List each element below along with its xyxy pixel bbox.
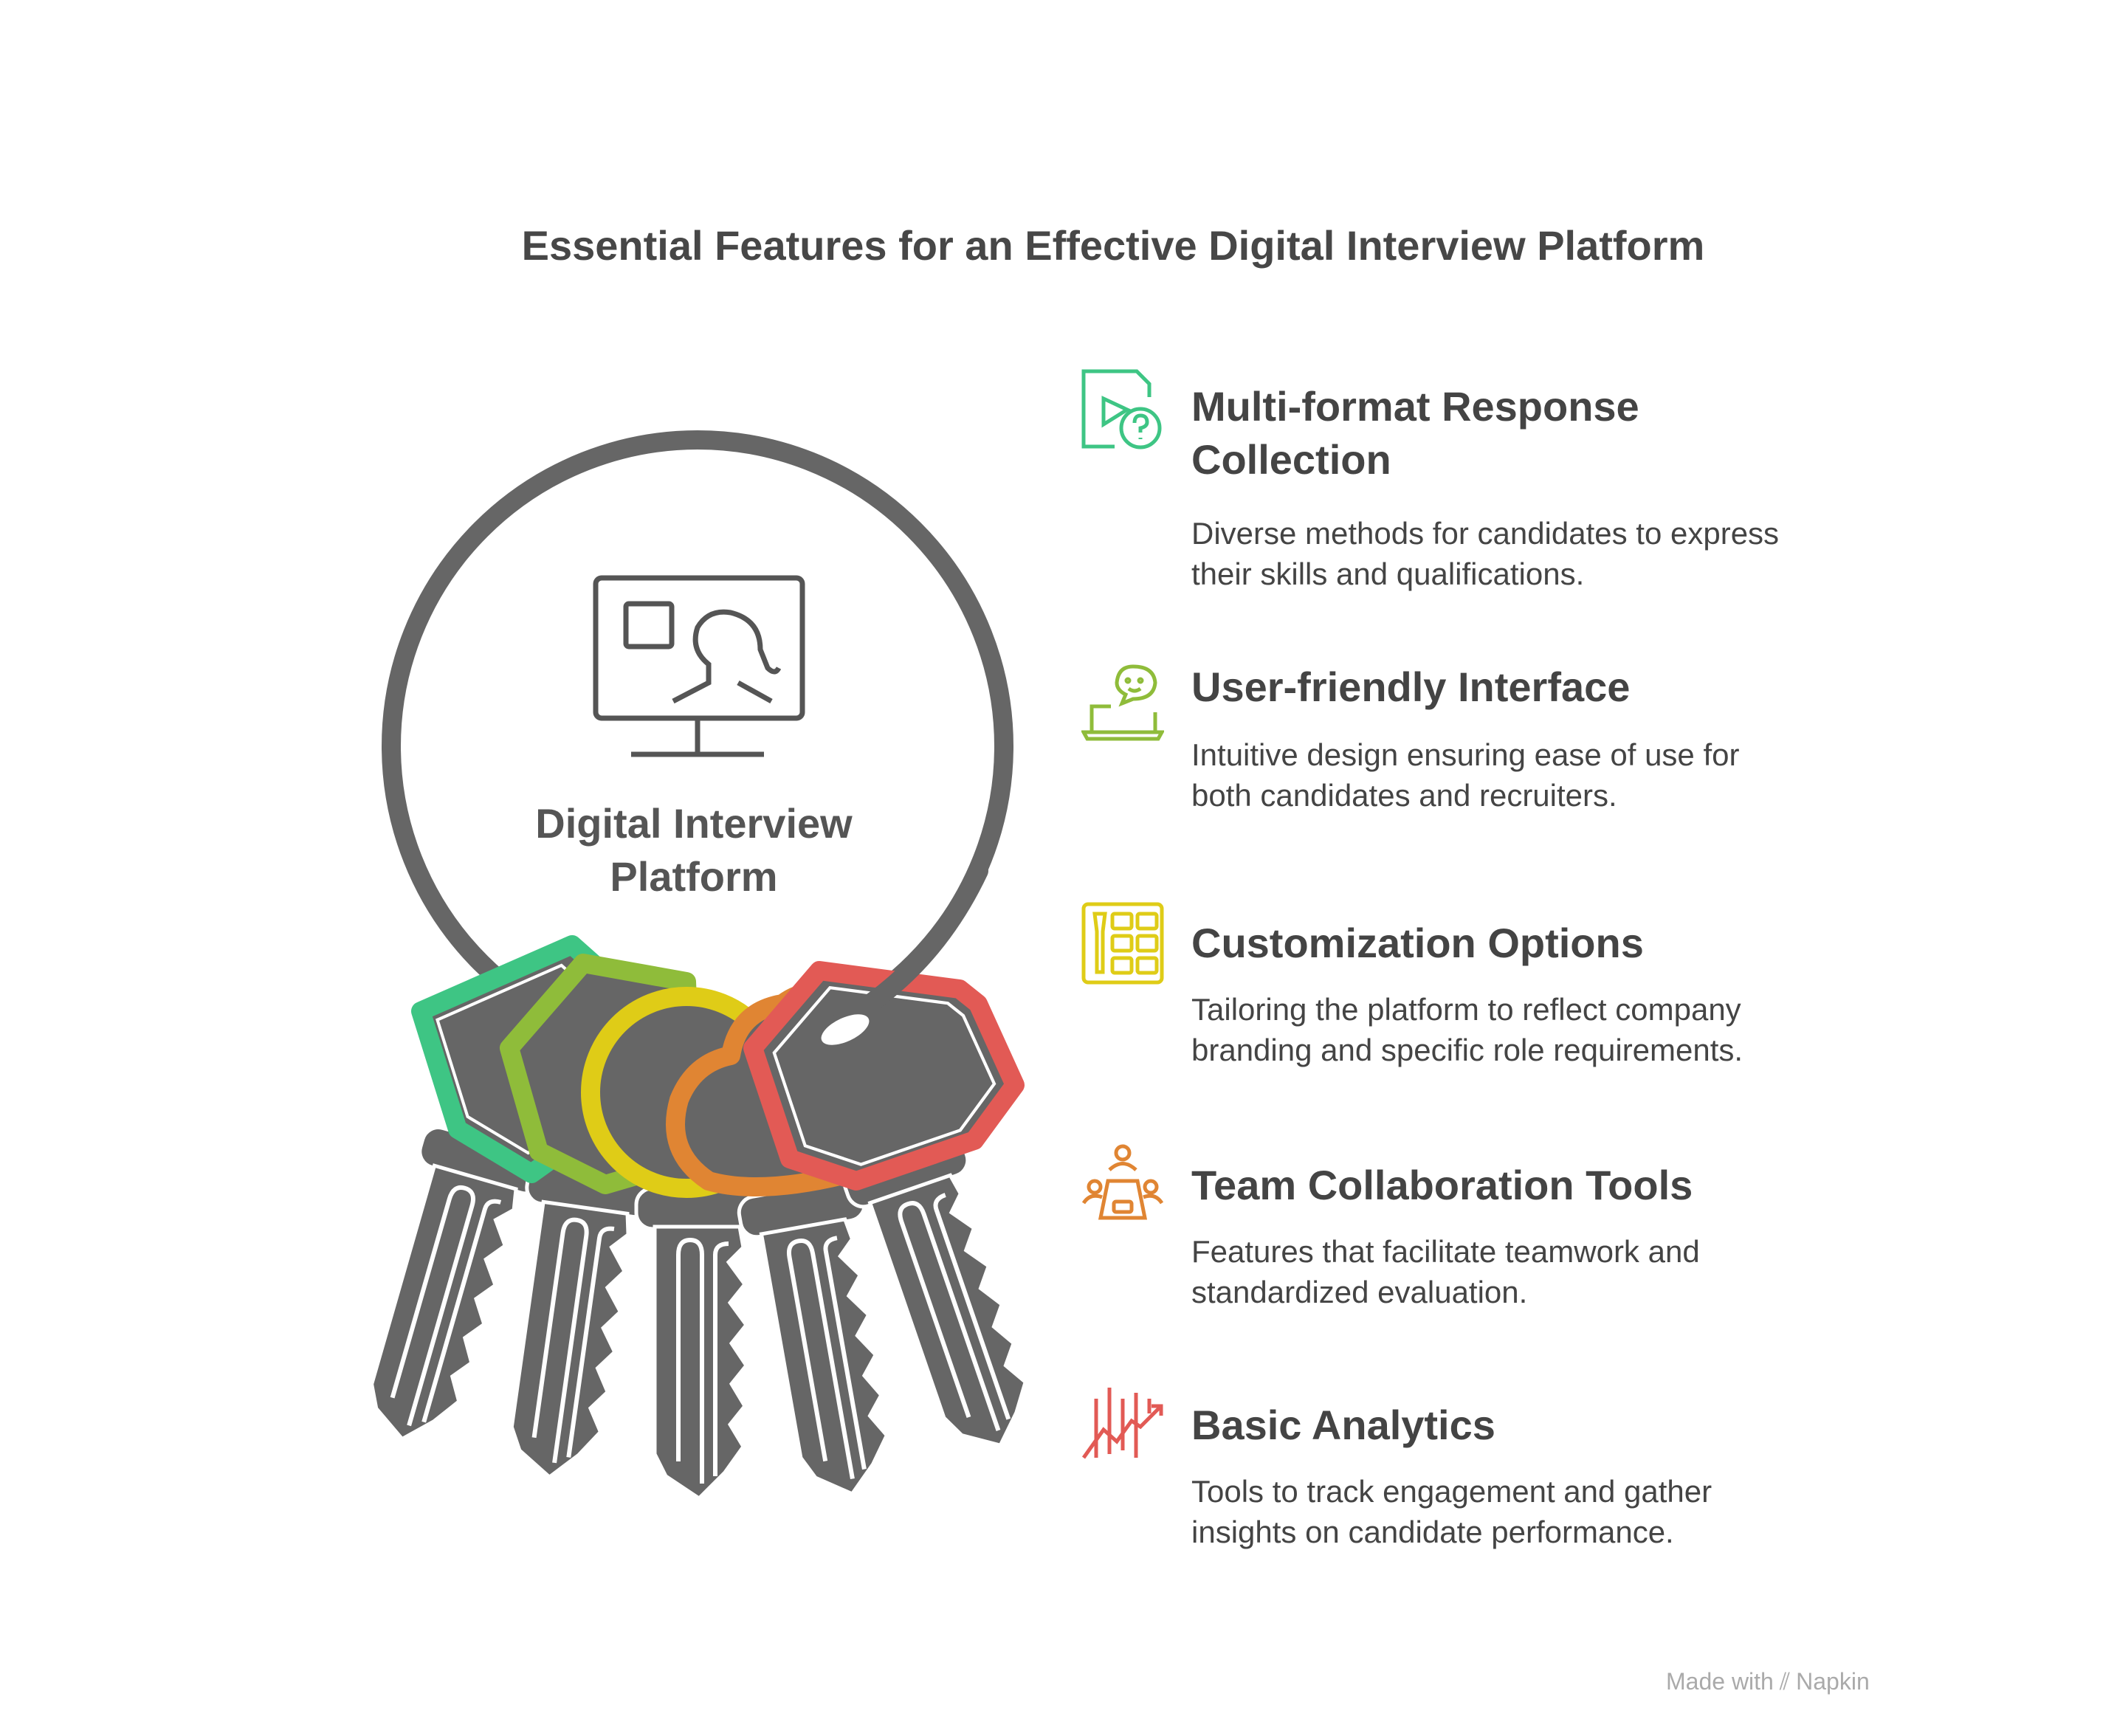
feature-description: Diverse methods for candidates to expres…	[1191, 516, 1780, 591]
feature-title: Customization Options	[1191, 920, 1644, 966]
key-3-blade	[636, 1188, 762, 1498]
feature-description: Tailoring the platform to reflect compan…	[1191, 992, 1743, 1067]
team-meeting-icon	[1081, 1144, 1164, 1220]
made-with-text: Made with	[1666, 1668, 1774, 1695]
footer-attribution: Made with⫽Napkin	[1666, 1668, 1870, 1696]
feature-title: Team Collaboration Tools	[1191, 1162, 1693, 1208]
brand-name: Napkin	[1796, 1668, 1870, 1695]
video-question-file-icon	[1081, 369, 1162, 450]
ring-hook	[825, 861, 988, 1036]
key-head-red	[743, 961, 1025, 1191]
center-label-line2: Platform	[610, 853, 778, 900]
diagram-title: Essential Features for an Effective Digi…	[521, 222, 1705, 269]
center-label-line1: Digital Interview	[535, 800, 853, 847]
analytics-chart-icon	[1081, 1388, 1163, 1459]
feature-title: User-friendly Interface	[1191, 664, 1631, 710]
feature-description: Intuitive design ensuring ease of use fo…	[1191, 737, 1740, 813]
settings-panel-icon	[1081, 902, 1164, 985]
napkin-logo-icon: ⫽	[1779, 1668, 1791, 1695]
monitor-video-call-icon	[593, 575, 805, 757]
feature-title: Basic Analytics	[1191, 1402, 1495, 1448]
laptop-smiley-chat-icon	[1081, 664, 1164, 741]
center-label: Digital Interview Platform	[476, 797, 912, 903]
